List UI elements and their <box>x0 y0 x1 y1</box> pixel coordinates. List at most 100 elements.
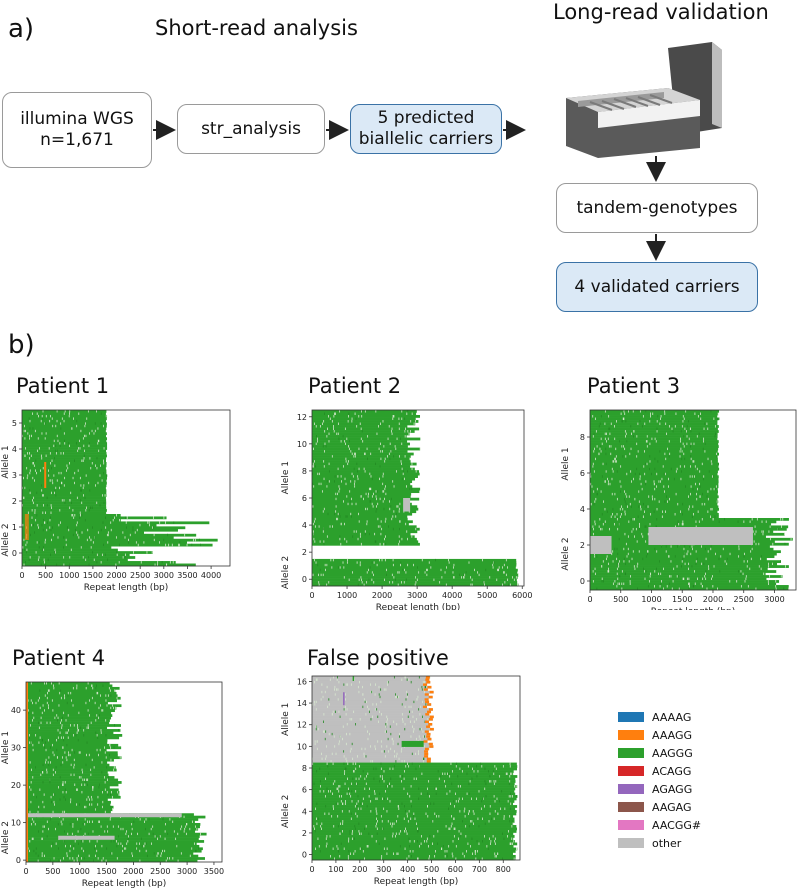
panel-a-letter: a) <box>8 14 35 44</box>
read-speckle <box>110 793 111 796</box>
read-speckle <box>316 740 318 743</box>
read-speckle <box>716 417 718 421</box>
read-speckle <box>494 852 496 856</box>
read-speckle <box>91 429 93 433</box>
x-tick-label: 4000 <box>201 571 221 580</box>
read-speckle <box>324 812 326 816</box>
read-speckle <box>751 547 753 551</box>
read-speckle <box>425 685 426 689</box>
read-speckle <box>362 797 364 801</box>
read-speckle <box>711 577 712 581</box>
read-speckle <box>23 429 25 433</box>
allele2-read <box>22 538 218 542</box>
read-speckle <box>50 528 52 532</box>
read-speckle <box>640 507 642 511</box>
read-speckle <box>624 447 626 451</box>
read-speckle <box>417 695 419 699</box>
read-speckle <box>367 737 369 741</box>
read-speckle <box>392 767 394 771</box>
read-speckle <box>398 757 400 761</box>
allele1-read <box>590 442 719 446</box>
allele2-read <box>312 787 516 791</box>
read-speckle <box>645 410 647 413</box>
read-speckle <box>398 571 400 574</box>
read-speckle <box>312 522 314 526</box>
read-speckle <box>62 781 64 784</box>
read-speckle <box>77 726 79 730</box>
read-speckle <box>29 457 31 460</box>
read-speckle <box>406 857 408 860</box>
read-speckle <box>336 688 337 691</box>
read-speckle <box>362 770 364 773</box>
read-speckle <box>365 713 367 716</box>
read-speckle <box>96 840 98 843</box>
read-speckle <box>360 578 362 582</box>
read-speckle <box>352 757 354 761</box>
read-speckle <box>448 558 449 562</box>
read-speckle <box>514 785 516 788</box>
read-speckle <box>598 525 600 528</box>
read-speckle <box>107 533 109 537</box>
read-speckle <box>87 556 89 559</box>
read-speckle <box>364 827 365 831</box>
read-speckle <box>433 835 435 838</box>
read-speckle <box>125 553 126 557</box>
allele2-read <box>312 817 515 821</box>
x-tick-label: 3000 <box>764 595 784 604</box>
read-speckle <box>48 469 49 472</box>
read-speckle <box>602 462 604 466</box>
read-speckle <box>314 422 315 426</box>
read-speckle <box>491 817 492 821</box>
read-speckle <box>117 835 119 838</box>
read-speckle <box>169 561 171 564</box>
read-speckle <box>55 551 56 554</box>
read-speckle <box>695 562 697 566</box>
read-speckle <box>92 686 94 690</box>
read-speckle <box>349 732 351 736</box>
read-speckle <box>23 563 25 566</box>
read-speckle <box>448 561 450 564</box>
read-speckle <box>633 430 635 433</box>
allele2-read <box>312 847 518 851</box>
read-speckle <box>110 521 112 524</box>
read-speckle <box>326 535 328 538</box>
allele1-read <box>26 696 121 700</box>
aaagg-tail <box>424 698 429 701</box>
read-speckle <box>493 561 495 564</box>
aaagg-tail <box>426 732 431 736</box>
read-speckle <box>317 837 319 841</box>
read-speckle <box>661 580 662 583</box>
read-speckle <box>105 414 107 418</box>
read-speckle <box>323 507 325 511</box>
read-speckle <box>717 412 719 416</box>
read-speckle <box>629 582 631 586</box>
read-speckle <box>345 482 347 486</box>
read-speckle <box>467 842 469 846</box>
allele1-read <box>26 793 120 797</box>
read-speckle <box>116 844 118 848</box>
read-speckle <box>413 422 415 426</box>
read-speckle <box>463 855 465 858</box>
read-speckle <box>90 768 92 772</box>
read-speckle <box>494 765 496 768</box>
read-speckle <box>374 532 376 536</box>
allele1-read <box>312 720 429 724</box>
read-speckle <box>430 802 432 806</box>
read-speckle <box>161 561 163 564</box>
read-speckle <box>670 560 672 563</box>
read-speckle <box>328 470 330 473</box>
read-speckle <box>598 452 600 456</box>
read-speckle <box>677 522 679 526</box>
read-speckle <box>45 414 47 418</box>
read-speckle <box>89 714 90 717</box>
read-speckle <box>165 563 167 566</box>
read-speckle <box>342 822 344 826</box>
read-speckle <box>323 542 325 546</box>
allele1-read <box>312 505 418 509</box>
read-speckle <box>358 822 360 826</box>
read-speckle <box>316 822 318 826</box>
read-speckle <box>673 477 675 481</box>
read-speckle <box>695 560 697 563</box>
read-speckle <box>398 507 400 511</box>
allele1-read <box>312 487 421 491</box>
